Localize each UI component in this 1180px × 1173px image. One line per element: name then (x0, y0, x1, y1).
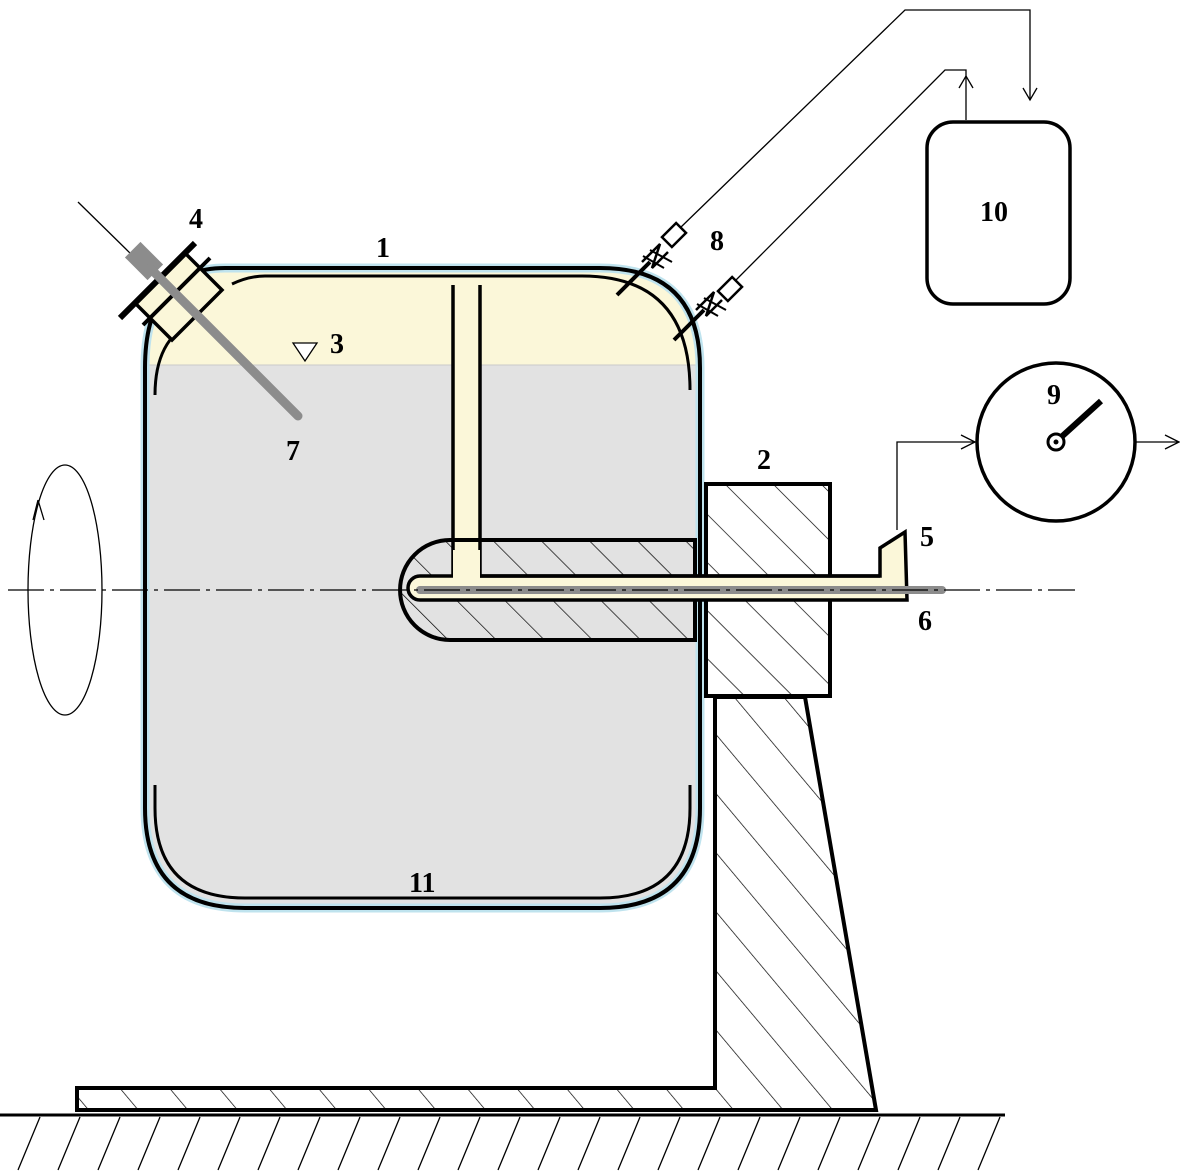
label-vessel-body: 1 (376, 233, 390, 264)
label-shaft: 6 (918, 606, 932, 637)
label-outlet-nozzle: 5 (920, 522, 934, 553)
gauge-lines (896, 434, 1180, 530)
gauge (975, 361, 1137, 523)
label-control-unit: 10 (980, 197, 1008, 228)
label-gauge: 9 (1047, 380, 1061, 411)
label-vessel-bottom: 11 (409, 868, 435, 899)
liquid (145, 365, 700, 908)
control-unit (925, 120, 1072, 306)
labels: 1 2 3 4 5 6 7 8 9 10 11 (189, 197, 1061, 899)
rotation-arrow-icon (27, 464, 103, 716)
label-bearing-housing: 2 (757, 445, 771, 476)
inner-pipe (451, 285, 482, 583)
valves (615, 221, 744, 342)
ground (0, 1113, 1005, 1171)
signal-lines (679, 9, 1038, 281)
label-flange-port: 4 (189, 204, 203, 235)
liquid-level-marker (291, 342, 319, 363)
probe-rod (77, 201, 303, 421)
label-probe-rod: 7 (286, 436, 300, 467)
label-valves: 8 (710, 226, 724, 257)
label-liquid-level: 3 (330, 329, 344, 360)
